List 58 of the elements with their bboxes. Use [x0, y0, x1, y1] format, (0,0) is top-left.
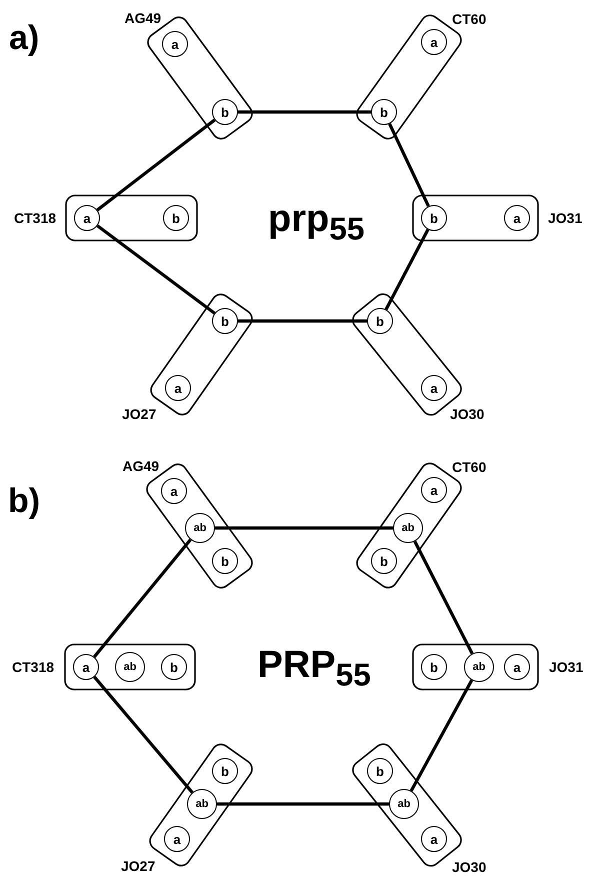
strain-label: CT60 — [452, 12, 486, 26]
connector-line — [238, 319, 367, 323]
circled-letter: a — [421, 375, 447, 401]
circled-letter: ab — [115, 652, 145, 682]
circled-letter: a — [161, 478, 187, 504]
circled-letter: a — [74, 205, 100, 231]
circled-letter: b — [212, 308, 238, 334]
circled-letter: a — [162, 31, 188, 57]
circled-letter: b — [212, 758, 238, 784]
strain-label: CT318 — [14, 211, 56, 225]
connector-line — [413, 540, 474, 654]
circled-letter: ab — [185, 513, 215, 543]
strain-label: JO30 — [450, 407, 484, 421]
connector-line — [217, 802, 389, 806]
strain-label: JO31 — [549, 660, 584, 674]
circled-letter: b — [371, 548, 397, 574]
strain-label: JO27 — [121, 859, 156, 873]
circled-letter: a — [164, 826, 190, 852]
strain-label: JO30 — [452, 860, 486, 874]
circled-letter: b — [371, 99, 397, 125]
circled-letter: ab — [187, 789, 217, 819]
circled-letter: b — [212, 99, 238, 125]
circled-letter: ab — [464, 652, 494, 682]
circled-letter: ab — [389, 789, 419, 819]
circled-letter: a — [165, 375, 191, 401]
connector-line — [215, 526, 393, 530]
center-label: prp$_{55}$ — [268, 200, 364, 245]
connector-line — [388, 123, 430, 207]
panel-label: b) — [8, 484, 40, 518]
connector-line — [410, 679, 474, 792]
connector-line — [96, 118, 216, 212]
circled-letter: b — [367, 308, 393, 334]
circled-letter: b — [161, 654, 187, 680]
circled-letter: b — [421, 654, 447, 680]
circled-letter: a — [504, 205, 530, 231]
connector-line — [238, 110, 371, 114]
circled-letter: b — [163, 205, 189, 231]
circled-letter: a — [421, 29, 447, 55]
circled-letter: a — [504, 654, 530, 680]
circled-letter: a — [421, 826, 447, 852]
circled-letter: b — [212, 548, 238, 574]
circled-letter: b — [367, 758, 393, 784]
connector-line — [96, 224, 216, 314]
strain-label: CT60 — [452, 460, 486, 474]
connector-line — [384, 228, 430, 310]
strain-label: AG49 — [124, 11, 162, 25]
center-label: PRP$_{55}$ — [258, 646, 371, 691]
strain-label: JO31 — [548, 211, 582, 225]
connector-line — [93, 676, 194, 794]
strain-label: AG49 — [122, 459, 160, 473]
circled-letter: a — [73, 654, 99, 680]
strain-label: JO27 — [122, 407, 156, 421]
circled-letter: a — [421, 477, 447, 503]
strain-label: CT318 — [12, 660, 54, 674]
circled-letter: b — [421, 205, 447, 231]
connector-line — [93, 538, 192, 658]
circled-letter: ab — [393, 513, 423, 543]
panel-label: a) — [9, 21, 40, 55]
